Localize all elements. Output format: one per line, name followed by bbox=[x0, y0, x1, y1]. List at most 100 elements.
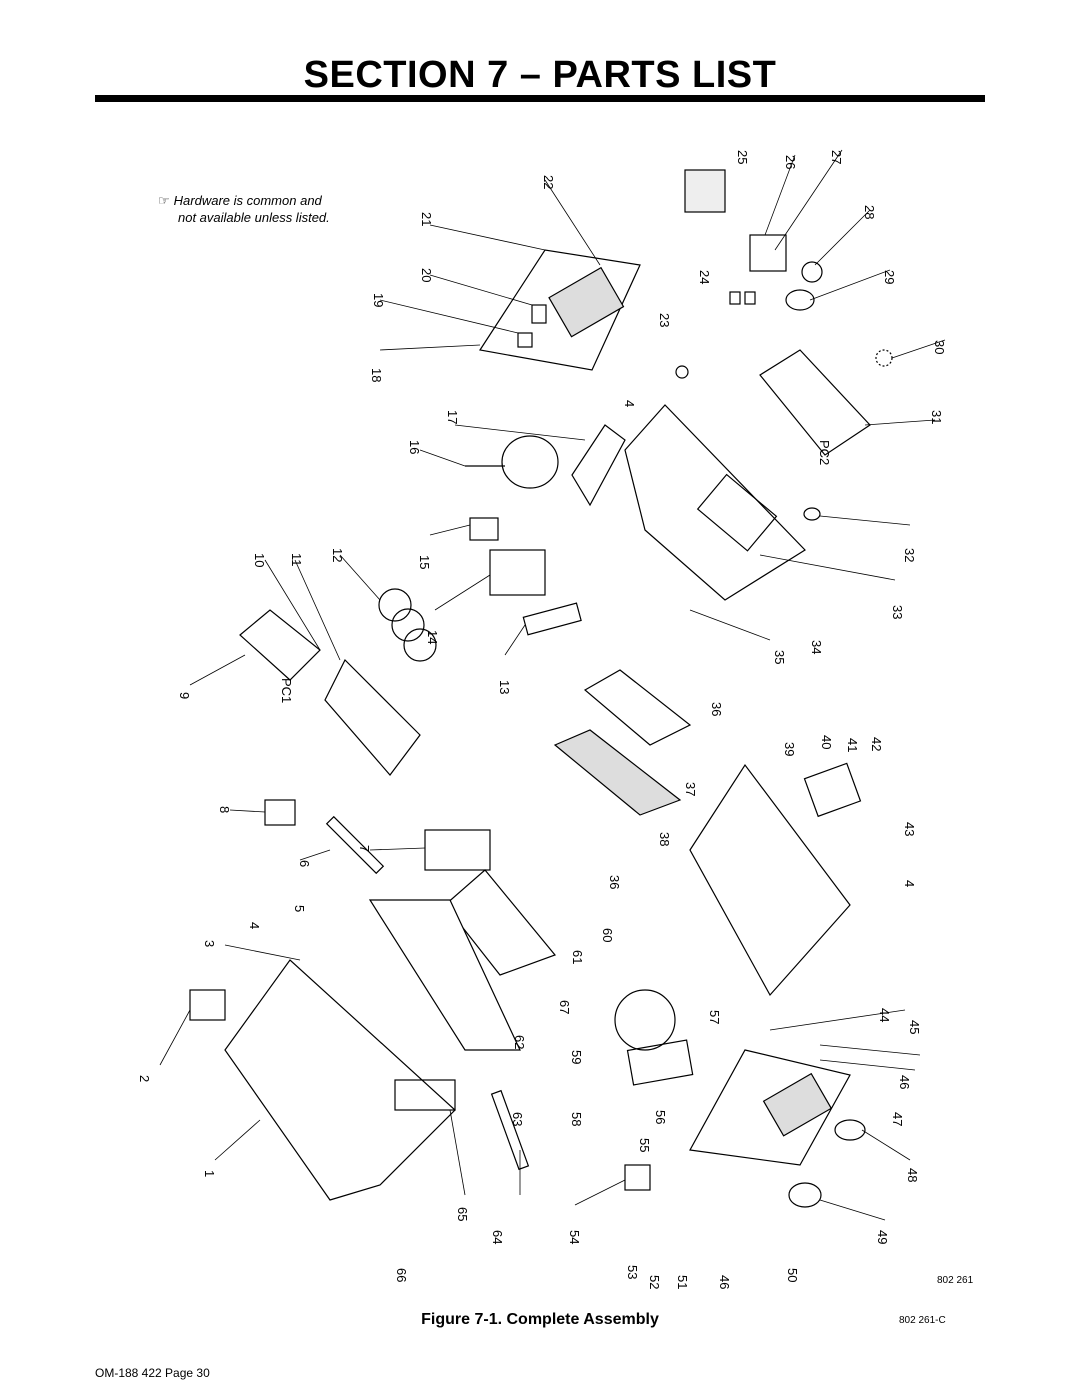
callout-36b: 36 bbox=[607, 875, 622, 889]
heat-sink-37 bbox=[553, 729, 682, 816]
callout-57: 57 bbox=[707, 1010, 722, 1024]
callout-17: 17 bbox=[445, 410, 460, 424]
callout-26: 26 bbox=[783, 155, 798, 169]
bracket-17 bbox=[571, 424, 626, 507]
callout-54: 54 bbox=[567, 1230, 582, 1244]
callout-18: 18 bbox=[369, 368, 384, 382]
callout-29: 29 bbox=[882, 270, 897, 284]
handle-2 bbox=[189, 989, 226, 1021]
fuse-24b bbox=[744, 291, 756, 305]
callout-35: 35 bbox=[772, 650, 787, 664]
callout-40: 40 bbox=[819, 735, 834, 749]
callout-10: 10 bbox=[252, 553, 267, 567]
receptacle-48 bbox=[834, 1119, 866, 1141]
base-chassis bbox=[624, 404, 806, 601]
callout-9: 9 bbox=[177, 692, 192, 699]
callout-51: 51 bbox=[675, 1275, 690, 1289]
callout-59: 59 bbox=[569, 1050, 584, 1064]
note-line-1: Hardware is common and bbox=[173, 193, 322, 208]
panel-65 bbox=[368, 899, 521, 1051]
callout-31: 31 bbox=[929, 410, 944, 424]
front-panel-vents bbox=[762, 1072, 833, 1137]
part-54 bbox=[624, 1164, 651, 1191]
callout-62: 62 bbox=[512, 1035, 527, 1049]
page-footer: OM-188 422 Page 30 bbox=[95, 1366, 210, 1380]
callout-65: 65 bbox=[455, 1207, 470, 1221]
pointing-hand-icon: ☞ bbox=[158, 193, 170, 208]
pc2-board bbox=[759, 349, 871, 456]
callout-4c: 4 bbox=[622, 400, 637, 407]
chassis-opening bbox=[696, 473, 778, 552]
callout-66: 66 bbox=[394, 1268, 409, 1282]
capacitor-26 bbox=[749, 234, 787, 272]
callout-61: 61 bbox=[570, 950, 585, 964]
capacitor-16 bbox=[501, 435, 559, 489]
callout-12: 12 bbox=[330, 548, 345, 562]
callout-53: 53 bbox=[625, 1265, 640, 1279]
callout-23: 23 bbox=[657, 313, 672, 327]
callout-64: 64 bbox=[490, 1230, 505, 1244]
capacitor-12b bbox=[391, 608, 425, 642]
callout-39: 39 bbox=[782, 742, 797, 756]
callout-60: 60 bbox=[600, 928, 615, 942]
capacitor-12a bbox=[378, 588, 412, 622]
hardware-note: ☞Hardware is common and not available un… bbox=[158, 192, 330, 226]
drawing-number-revision: 802 261-C bbox=[899, 1315, 946, 1326]
callout-32: 32 bbox=[902, 548, 917, 562]
heat-sink-36 bbox=[583, 669, 692, 746]
rectifier-42 bbox=[803, 762, 862, 818]
callout-14: 14 bbox=[425, 630, 440, 644]
pc1-board bbox=[239, 609, 321, 681]
callout-15: 15 bbox=[417, 555, 432, 569]
baffle-62 bbox=[444, 869, 557, 976]
callout-pc2: PC2 bbox=[817, 440, 832, 465]
callout-44: 44 bbox=[877, 1008, 892, 1022]
wrapper-cover bbox=[224, 959, 456, 1201]
callout-16: 16 bbox=[407, 440, 422, 454]
fan-8 bbox=[264, 799, 296, 826]
callout-46: 46 bbox=[897, 1075, 912, 1089]
callout-37: 37 bbox=[683, 782, 698, 796]
label-plate bbox=[394, 1079, 456, 1111]
callout-38: 38 bbox=[657, 832, 672, 846]
callout-27: 27 bbox=[829, 150, 844, 164]
callout-8: 8 bbox=[217, 806, 232, 813]
knob-28 bbox=[801, 261, 823, 283]
title-rule bbox=[95, 95, 985, 102]
callout-67: 67 bbox=[557, 1000, 572, 1014]
callout-45: 45 bbox=[907, 1020, 922, 1034]
fan-58 bbox=[626, 1039, 694, 1086]
callout-56: 56 bbox=[653, 1110, 668, 1124]
callout-58: 58 bbox=[569, 1112, 584, 1126]
callout-55: 55 bbox=[637, 1138, 652, 1152]
callout-43: 43 bbox=[902, 822, 917, 836]
callout-4: 4 bbox=[247, 922, 262, 929]
callout-24: 24 bbox=[697, 270, 712, 284]
callout-42: 42 bbox=[869, 737, 884, 751]
callout-49: 49 bbox=[875, 1230, 890, 1244]
grommet-23 bbox=[675, 365, 689, 379]
bracket-11 bbox=[324, 658, 421, 776]
part-15 bbox=[469, 517, 499, 541]
connector-30 bbox=[875, 349, 893, 367]
page-title: SECTION 7 – PARTS LIST bbox=[303, 54, 777, 96]
contactor-25 bbox=[684, 169, 726, 213]
callout-22: 22 bbox=[541, 175, 556, 189]
strap-64 bbox=[490, 1089, 530, 1171]
strip-6 bbox=[325, 815, 385, 875]
relay-20 bbox=[531, 304, 547, 324]
capacitor-12c bbox=[403, 628, 437, 662]
callout-19: 19 bbox=[371, 293, 386, 307]
callout-4b: 4 bbox=[902, 880, 917, 887]
drawing-number: 802 261 bbox=[937, 1275, 974, 1286]
callout-46b: 46 bbox=[717, 1275, 732, 1289]
callout-1: 1 bbox=[202, 1170, 217, 1177]
figure-caption: Figure 7-1. Complete Assembly bbox=[421, 1311, 659, 1328]
callout-2: 2 bbox=[137, 1075, 152, 1082]
callout-13: 13 bbox=[497, 680, 512, 694]
callout-20: 20 bbox=[419, 268, 434, 282]
receptacle-49 bbox=[788, 1182, 822, 1208]
callout-33: 33 bbox=[890, 605, 905, 619]
top-panel-vents bbox=[548, 266, 625, 338]
insulator-13 bbox=[522, 602, 582, 636]
